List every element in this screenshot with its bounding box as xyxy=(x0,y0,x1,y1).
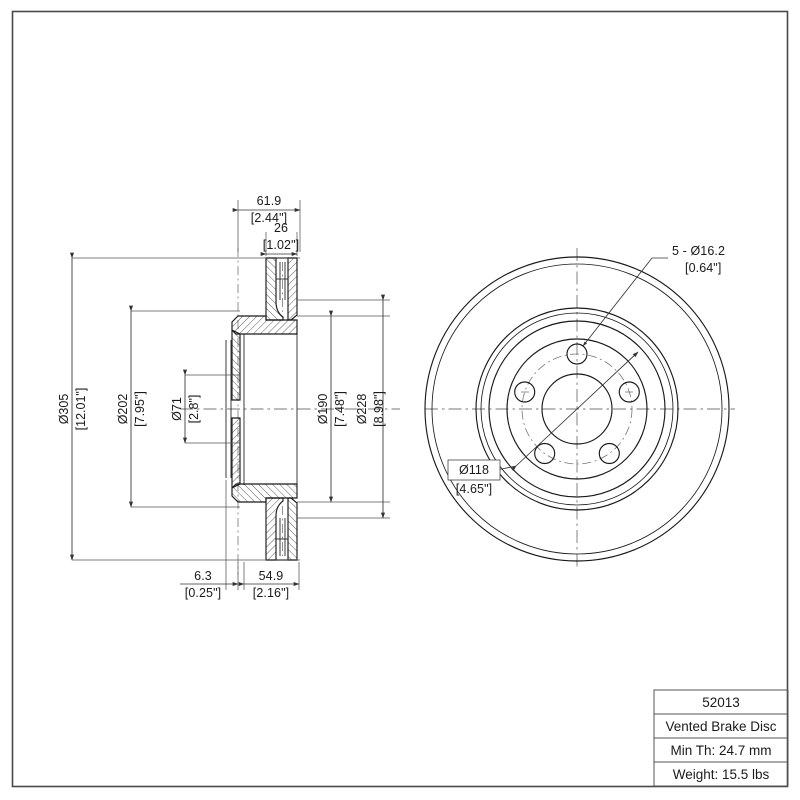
dim-pilot-bore-imperial: [2.8"] xyxy=(187,395,201,424)
upper-hat-transition-hatch xyxy=(232,316,297,334)
title-block-weight: Weight: 15.5 lbs xyxy=(673,767,770,782)
dim-flange-thickness-metric: 6.3 xyxy=(194,569,212,583)
dim-hat-outer-diameter-metric: Ø190 xyxy=(316,394,330,425)
lower-inboard-plate xyxy=(265,497,284,561)
dim-overall-width-metric: 61.9 xyxy=(257,194,282,208)
bolt-circle-label-box xyxy=(447,459,501,481)
dim-bell-diameter-imperial: [8.98"] xyxy=(372,391,386,427)
lower-hat-transition-hatch xyxy=(232,484,297,502)
dim-hub-offset-metric: 54.9 xyxy=(259,569,284,583)
dim-outer-diameter-metric: Ø305 xyxy=(57,394,71,425)
disc-outer-circle xyxy=(424,256,730,562)
disc-outer-inner-edge xyxy=(431,263,723,555)
upper-inboard-plate xyxy=(265,257,284,321)
dim-pilot-bore-metric: Ø71 xyxy=(170,397,184,421)
upper-outboard-plate-hatch xyxy=(288,258,297,320)
section-view xyxy=(180,248,400,575)
lug-hole-leader xyxy=(582,257,668,347)
section-dimensions: 61.9 [2.44"] 26 [1.02"] Ø305 [12.01"] Ø2… xyxy=(57,194,390,600)
dim-outer-diameter-imperial: [12.01"] xyxy=(74,388,88,431)
upper-hat-wall-hatch xyxy=(232,330,240,400)
friction-ring-inner-circle xyxy=(475,307,679,511)
sheet-border xyxy=(11,10,789,788)
dim-flange-thickness-imperial: [0.25"] xyxy=(185,586,221,600)
face-view: 5 - Ø16.2 [0.64"] Ø118 [4.65"] xyxy=(424,244,735,570)
dim-friction-inner-diameter-metric: Ø202 xyxy=(116,394,130,425)
lower-inboard-plate-hatch xyxy=(266,498,283,560)
callout-bolt-circle-imperial: [4.65"] xyxy=(456,482,492,496)
lug-hole-3 xyxy=(598,442,620,465)
dim-overall-width-imperial: [2.44"] xyxy=(251,211,287,225)
bell-circle xyxy=(488,320,666,498)
title-block: 52013 Vented Brake Disc Min Th: 24.7 mm … xyxy=(653,689,789,787)
dim-line-bolt-circle xyxy=(510,351,639,472)
dim-hub-offset-imperial: [2.16"] xyxy=(253,586,289,600)
callout-lug-holes-imperial: [0.64"] xyxy=(685,261,721,275)
dim-bell-diameter-metric: Ø228 xyxy=(355,394,369,425)
title-block-min-thickness: Min Th: 24.7 mm xyxy=(670,743,771,758)
title-block-part-number: 52013 xyxy=(702,695,740,710)
dim-hat-depth-imperial: [1.02"] xyxy=(263,238,299,252)
lower-hat-wall-hatch xyxy=(232,418,240,488)
dim-friction-inner-diameter-imperial: [7.95"] xyxy=(133,391,147,427)
title-block-description: Vented Brake Disc xyxy=(665,719,776,734)
upper-inboard-plate-hatch xyxy=(266,258,283,320)
dim-hat-outer-diameter-imperial: [7.48"] xyxy=(333,391,347,427)
callout-lug-holes-metric: 5 - Ø16.2 xyxy=(672,244,725,258)
friction-ring-inner-edge xyxy=(480,312,674,506)
callout-bolt-circle-metric: Ø118 xyxy=(459,463,489,477)
hat-outer-circle xyxy=(506,338,648,480)
lower-outboard-plate-hatch xyxy=(288,498,297,560)
dim-hat-depth-metric: 26 xyxy=(274,221,288,235)
